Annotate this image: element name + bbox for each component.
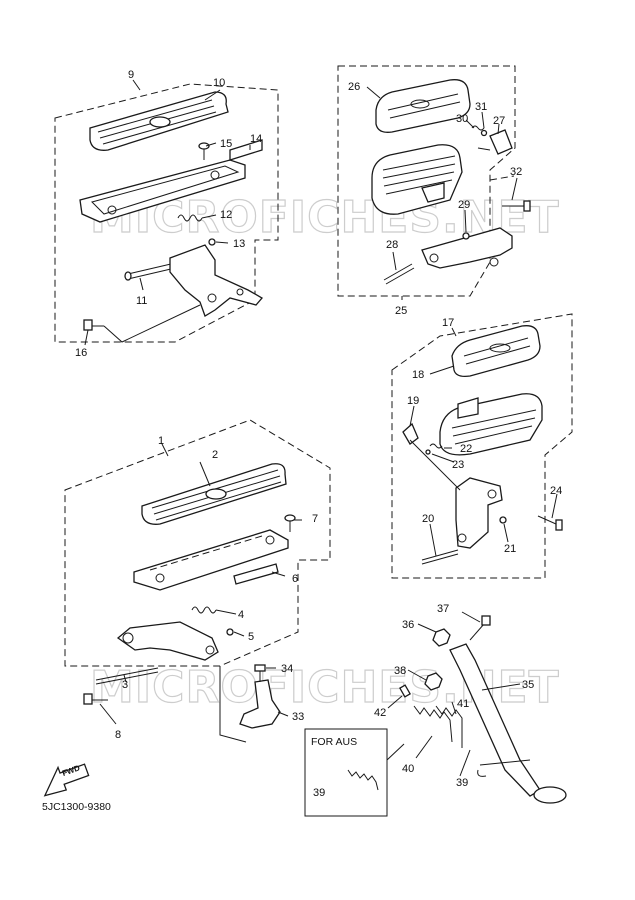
callout-27: 27 — [493, 115, 505, 127]
footpeg-body-left[interactable] — [439, 393, 543, 456]
spring-12[interactable] — [177, 214, 203, 222]
bolt-8[interactable] — [83, 693, 108, 705]
callout-20: 20 — [422, 513, 434, 525]
callout-14: 14 — [250, 133, 262, 145]
sidestand-35[interactable] — [449, 643, 567, 804]
group-25-boundary — [337, 65, 516, 297]
footpeg-arm-left[interactable] — [455, 477, 503, 549]
callout-23: 23 — [452, 459, 464, 471]
callout-17: 17 — [442, 317, 454, 329]
shaft-3[interactable] — [95, 667, 159, 685]
footboard-arm[interactable] — [169, 244, 264, 317]
callout-7: 7 — [312, 513, 318, 525]
spring-30[interactable] — [471, 125, 485, 131]
bolt-37[interactable] — [469, 615, 491, 641]
callout-35: 35 — [522, 679, 534, 691]
footpeg-arm[interactable] — [421, 227, 513, 269]
callout-30: 30 — [456, 113, 468, 125]
part-19[interactable] — [402, 422, 419, 445]
nut-38[interactable] — [424, 672, 443, 691]
pin-42[interactable] — [399, 684, 411, 698]
callout-22: 22 — [460, 443, 472, 455]
group-9-boundary — [54, 83, 279, 343]
callout-38: 38 — [394, 665, 406, 677]
group-1-boundary — [64, 419, 331, 667]
callout-10: 10 — [213, 77, 225, 89]
callout-11: 11 — [136, 295, 147, 307]
callout-8: 8 — [115, 729, 121, 741]
nut-36[interactable] — [432, 628, 451, 647]
callout-1: 1 — [158, 435, 164, 447]
callout-37: 37 — [437, 603, 449, 615]
callout-34: 34 — [281, 663, 293, 675]
callout-42: 42 — [374, 707, 386, 719]
footpeg-pad-18[interactable] — [451, 325, 541, 378]
spring-40[interactable] — [413, 705, 453, 743]
footboard-base[interactable] — [133, 529, 289, 591]
callout-13: 13 — [233, 238, 245, 250]
callout-15: 15 — [220, 138, 232, 150]
callout-39-stand: 39 — [456, 777, 468, 789]
pin-23[interactable] — [425, 449, 431, 455]
for-aus-label: FOR AUS — [311, 736, 357, 748]
callout-5: 5 — [248, 631, 254, 643]
callout-4: 4 — [238, 609, 244, 621]
callout-24: 24 — [550, 485, 562, 497]
callout-6: 6 — [292, 573, 298, 585]
pin-21[interactable] — [499, 516, 507, 524]
callout-18: 18 — [412, 369, 424, 381]
bolt-32[interactable] — [502, 200, 531, 212]
callout-9: 9 — [128, 69, 134, 81]
footboard-2[interactable] — [141, 463, 287, 525]
callout-21: 21 — [504, 543, 516, 555]
rubber-strip-14[interactable] — [229, 139, 263, 161]
callout-41: 41 — [457, 698, 469, 710]
pin-29[interactable] — [462, 232, 470, 240]
screw-15[interactable] — [198, 142, 210, 160]
callout-32: 32 — [510, 166, 522, 178]
spring-39-inset — [347, 769, 379, 791]
footpeg-body[interactable] — [371, 144, 463, 215]
bolt-34[interactable] — [254, 664, 266, 682]
callout-29: 29 — [458, 199, 470, 211]
pin-5[interactable] — [226, 628, 234, 636]
callout-19: 19 — [407, 395, 419, 407]
callout-31: 31 — [475, 101, 487, 113]
rubber-strip-6[interactable] — [233, 563, 279, 585]
group-17-boundary — [391, 313, 573, 579]
footboard-10[interactable] — [89, 91, 229, 151]
screw-7[interactable] — [284, 514, 296, 532]
bolt-24[interactable] — [537, 515, 563, 531]
pin-13[interactable] — [208, 238, 216, 246]
spring-22[interactable] — [429, 443, 443, 449]
callout-40: 40 — [402, 763, 414, 775]
callout-33: 33 — [292, 711, 304, 723]
spring-41[interactable] — [435, 705, 463, 748]
bolt-16[interactable] — [83, 319, 104, 331]
drawing-code: 5JC1300-9380 — [42, 801, 111, 813]
callout-16: 16 — [75, 347, 87, 359]
bracket-33[interactable] — [239, 679, 281, 729]
for-aus-inset — [304, 728, 388, 817]
fwd-arrow-icon: FWD — [43, 763, 90, 797]
footpeg-27-group[interactable] — [477, 129, 513, 155]
bolt-28[interactable] — [383, 263, 415, 285]
callout-3: 3 — [122, 679, 128, 691]
callout-2: 2 — [212, 449, 218, 461]
spring-4[interactable] — [191, 606, 217, 614]
footpeg-pad-26[interactable] — [375, 79, 471, 133]
callout-39-inset: 39 — [313, 787, 325, 799]
callout-28: 28 — [386, 239, 398, 251]
callout-36: 36 — [402, 619, 414, 631]
bolt-20[interactable] — [421, 549, 459, 565]
callout-25: 25 — [395, 305, 407, 317]
callout-26: 26 — [348, 81, 360, 93]
footboard-arm-lower[interactable] — [116, 621, 219, 661]
callout-12: 12 — [220, 209, 232, 221]
